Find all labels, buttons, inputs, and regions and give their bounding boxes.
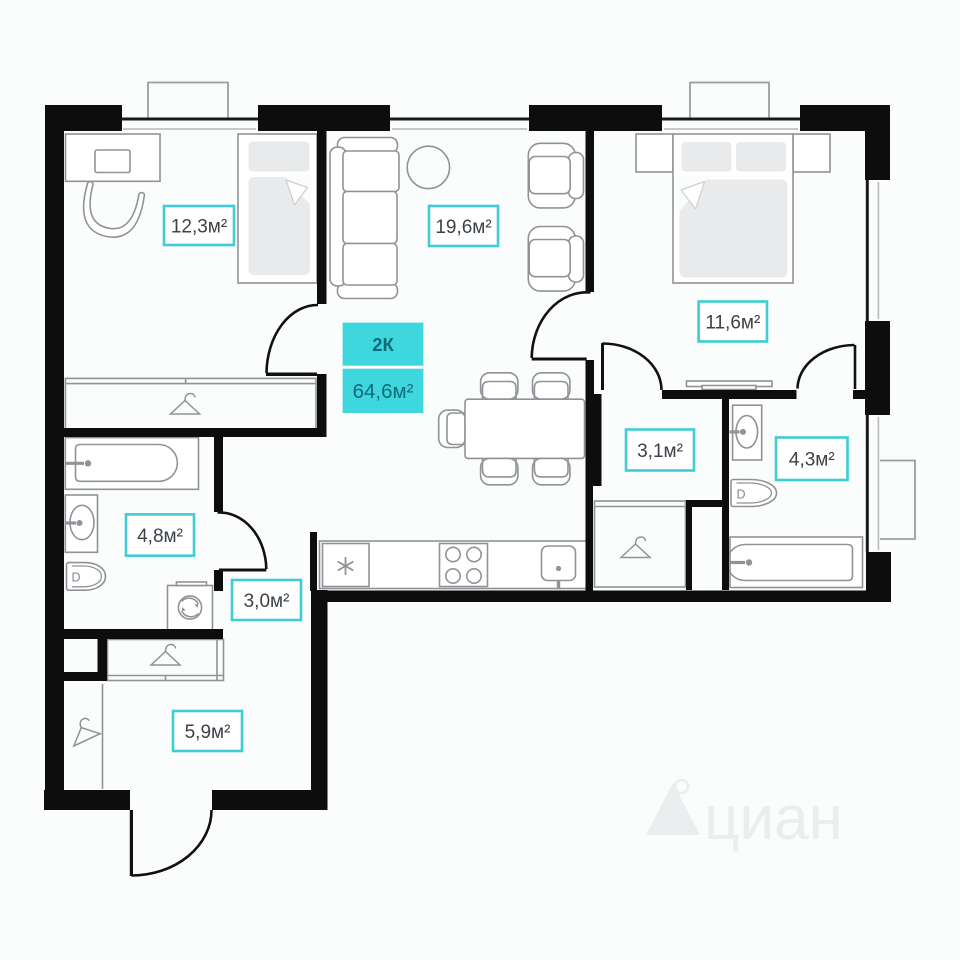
- svg-text:4,3м²: 4,3м²: [789, 450, 835, 471]
- svg-text:11,6м²: 11,6м²: [705, 313, 760, 334]
- svg-text:D: D: [737, 488, 746, 502]
- svg-text:2К: 2К: [372, 334, 394, 355]
- svg-text:5,9м²: 5,9м²: [185, 722, 231, 743]
- svg-text:циан: циан: [704, 784, 843, 853]
- svg-text:19,6м²: 19,6м²: [435, 217, 491, 238]
- svg-text:D: D: [72, 571, 81, 585]
- svg-text:3,1м²: 3,1м²: [637, 441, 683, 462]
- svg-text:4,8м²: 4,8м²: [137, 526, 183, 547]
- svg-text:3,0м²: 3,0м²: [244, 591, 290, 612]
- svg-text:64,6м²: 64,6м²: [353, 380, 414, 403]
- svg-text:12,3м²: 12,3м²: [171, 217, 227, 238]
